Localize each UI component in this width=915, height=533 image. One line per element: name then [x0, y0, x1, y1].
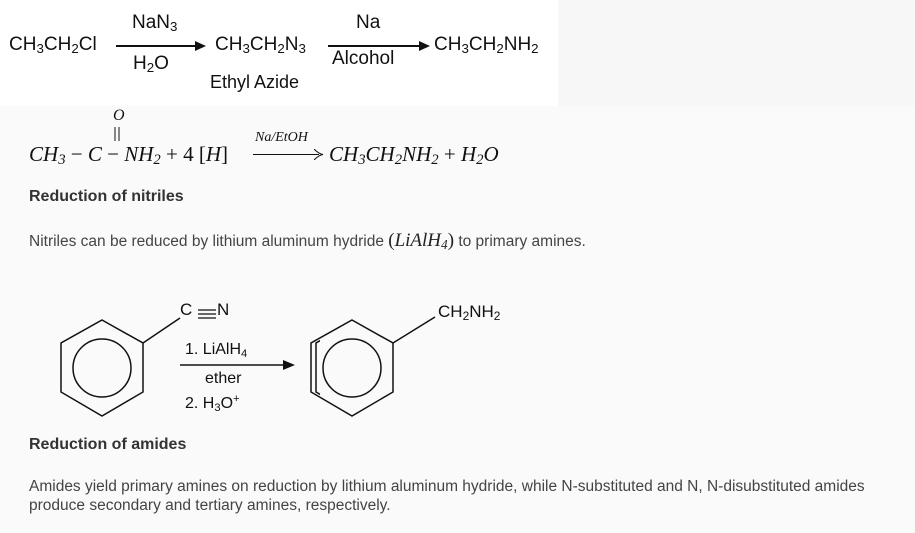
reagent-na-etoh: Na/EtOH — [255, 130, 308, 145]
reagent-step-1: 1. LiAlH4 — [185, 341, 248, 360]
arrow-head-1 — [195, 41, 206, 51]
product-name-label: Ethyl Azide — [210, 72, 300, 92]
arrow-head-3 — [314, 149, 324, 160]
heading-reduction-of-nitriles: Reduction of nitriles — [29, 188, 184, 205]
benzylamine-structure — [310, 316, 436, 417]
arrow-line-1 — [116, 45, 196, 47]
content-background — [0, 106, 915, 533]
benzene-ring-right — [315, 339, 320, 396]
product-ethyl-azide: CH3CH2N3 — [215, 34, 306, 56]
arrow-line-2 — [328, 45, 420, 47]
reaction-3-structures — [60, 309, 320, 417]
reagent-alcohol: Alcohol — [332, 48, 395, 69]
arrow-head-4 — [283, 360, 295, 370]
reaction-2-rhs: CH3CH2NH2 + H2O — [329, 142, 499, 168]
amides-paragraph: Amides yield primary amines on reduction… — [29, 478, 865, 514]
reagent-ether: ether — [205, 370, 242, 387]
arrow-head-2 — [419, 41, 430, 51]
top-right-panel — [558, 0, 915, 106]
reagent-water: H2O — [133, 53, 169, 75]
nitriles-paragraph: Nitriles can be reduced by lithium alumi… — [29, 231, 586, 254]
reactant-ethyl-chloride: CH3CH2Cl — [9, 34, 97, 56]
reaction-2-lhs: CH3 − C − NH2 + 4 [H] — [29, 142, 229, 168]
label-c: C — [180, 300, 193, 319]
nitriles-text-after: to primary amines. — [454, 233, 586, 250]
label-n: N — [217, 300, 230, 319]
arrow-line-3 — [253, 154, 319, 155]
product-ethylamine: CH3CH2NH2 — [434, 34, 539, 56]
benzene-ring-left — [60, 317, 181, 417]
nitriles-text-before: Nitriles can be reduced by lithium alumi… — [29, 233, 389, 250]
lialh4-formula: (LiAlH4) — [388, 230, 455, 252]
reagent-sodium-azide: NaN3 — [132, 12, 178, 34]
label-ch2nh2: CH2NH2 — [438, 302, 501, 323]
reagent-step-2: 2. H3O+ — [185, 393, 240, 414]
carbonyl-oxygen: O — [113, 107, 125, 124]
triple-bond-icon — [198, 309, 216, 319]
double-bond-icon — [114, 127, 120, 141]
reagent-sodium: Na — [356, 12, 381, 33]
heading-reduction-of-amides: Reduction of amides — [29, 436, 187, 453]
